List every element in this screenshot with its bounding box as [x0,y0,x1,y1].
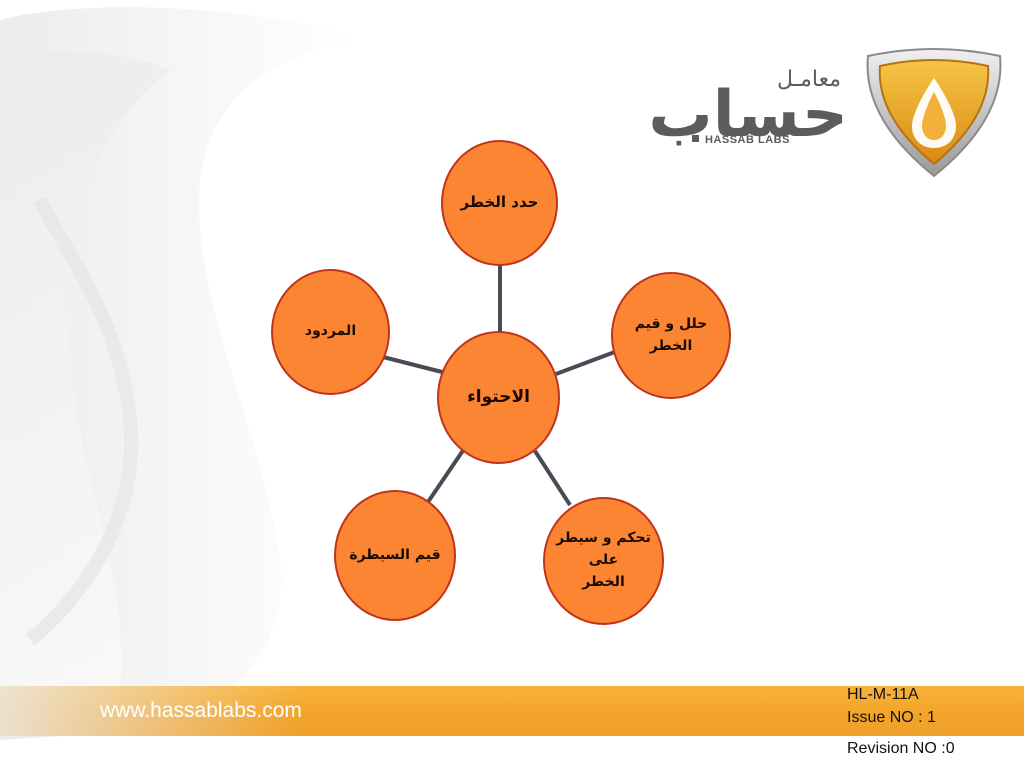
hassab-labs-logo: معامـل حساب HASSAB LABS [648,48,1019,183]
node-evaluate-control-label: قيم السيطرة [349,546,441,563]
logo-english-name: HASSAB LABS [692,132,790,148]
node-identify-hazard: حدد الخطر [441,140,558,266]
footer-website-url: www.hassablabs.com [100,699,302,722]
node-identify-hazard-label: حدد الخطر [460,193,539,212]
node-center-label: الاحتواء [467,387,530,408]
logo-english-text: HASSAB LABS [705,134,790,146]
document-info: HL-M-11A Issue NO : 1 Revision NO :0 [847,683,1017,760]
node-analyze-assess-hazard-label: حلل و قيم الخطر [634,315,708,354]
footer-band-fade [0,686,300,736]
node-center-containment: الاحتواء [437,331,560,464]
connector-left [382,355,447,375]
revision-number: Revision NO :0 [847,740,955,757]
logo-bullet-icon [692,135,699,142]
connector-bottom-left [426,447,466,504]
connector-bottom-right [533,449,572,507]
logo-arabic-name: حساب [648,78,850,152]
logo-arabic-subtitle: معامـل [777,67,841,92]
node-control-hazard-label: تحكم و سيطر على الخطر [556,530,651,590]
node-feedback: المردود [271,269,390,395]
shield-drop-icon [866,48,1002,178]
node-control-hazard: تحكم و سيطر على الخطر [543,497,664,625]
connector-right [555,348,621,376]
issue-number: Issue NO : 1 [847,709,936,726]
node-evaluate-control: قيم السيطرة [334,490,456,621]
node-analyze-assess-hazard: حلل و قيم الخطر [611,272,731,399]
document-code: HL-M-11A [847,686,919,703]
node-feedback-label: المردود [304,323,357,340]
